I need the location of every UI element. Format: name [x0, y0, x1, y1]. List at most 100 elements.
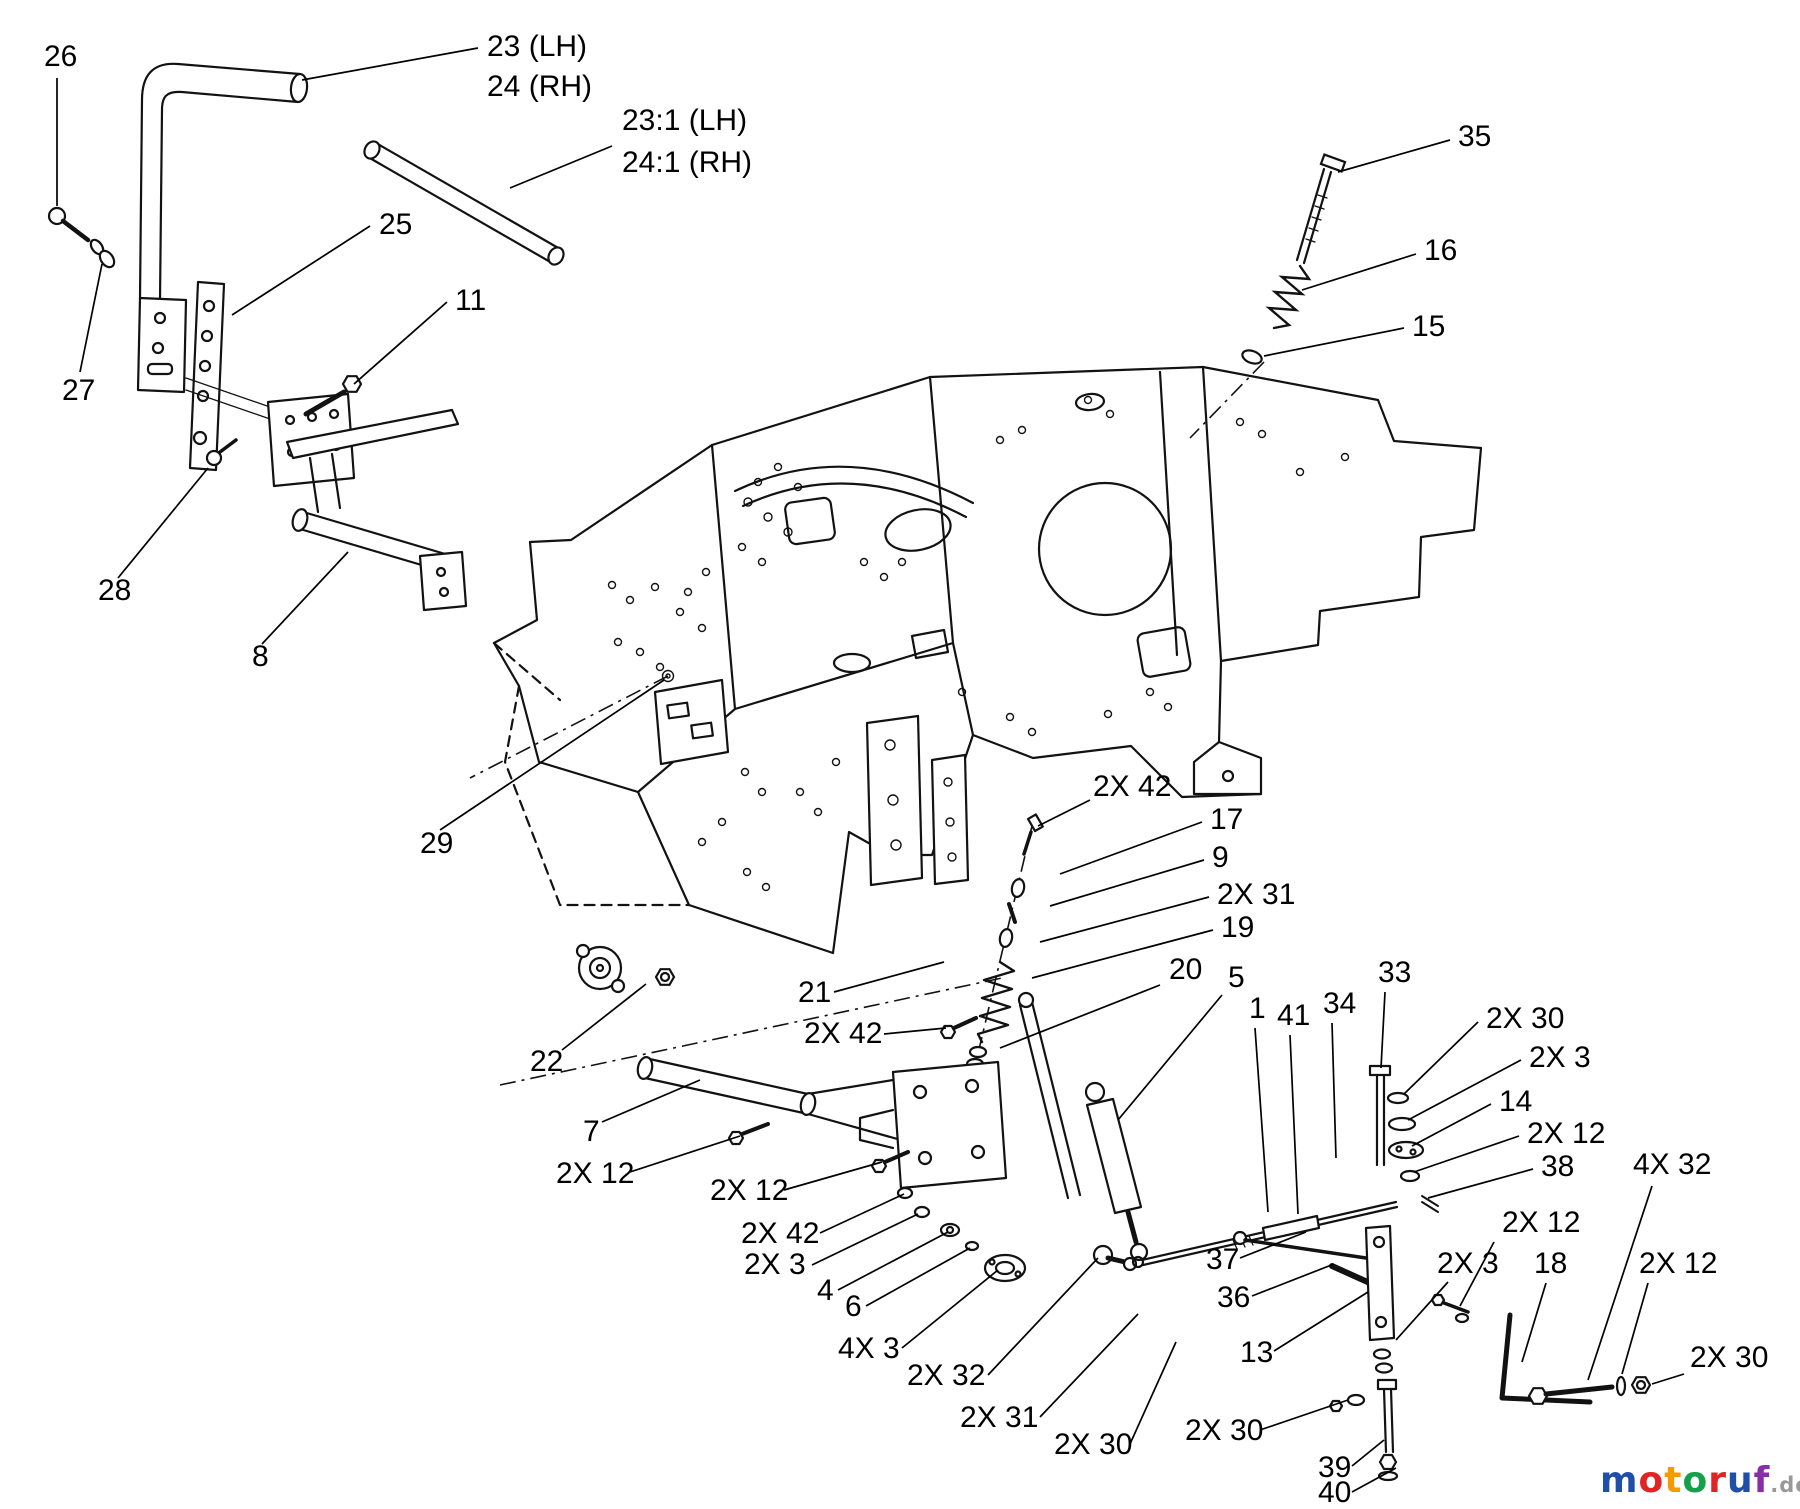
- leader-line: [1049, 859, 1205, 907]
- leader-line: [1129, 1341, 1177, 1445]
- leader-line: [1459, 1241, 1495, 1307]
- leader-line: [629, 1135, 741, 1173]
- part-label-23-1-lh-: 23:1 (LH): [622, 104, 747, 137]
- leader-line: [811, 1213, 919, 1266]
- part-label-1: 1: [1249, 992, 1266, 1025]
- part-label-24-1-rh-: 24:1 (RH): [622, 146, 752, 179]
- leader-line: [1039, 896, 1210, 943]
- part-label-23-lh-: 23 (LH): [487, 30, 587, 63]
- part-label-26: 26: [44, 40, 77, 73]
- part-label-16: 16: [1424, 234, 1457, 267]
- leader-line: [1117, 994, 1223, 1121]
- part-label-2x-32: 2X 32: [907, 1359, 985, 1392]
- part-label-17: 17: [1210, 803, 1243, 836]
- part-label-7: 7: [583, 1115, 600, 1148]
- leader-line: [833, 961, 945, 993]
- leader-line: [79, 263, 103, 373]
- part-label-41: 41: [1277, 999, 1310, 1032]
- part-label-19: 19: [1221, 911, 1254, 944]
- part-label-2x-31: 2X 31: [960, 1401, 1038, 1434]
- leader-line: [1337, 139, 1451, 173]
- leader-line: [1521, 1282, 1547, 1363]
- part-label-2x-12: 2X 12: [1639, 1247, 1717, 1280]
- part-label-2x-12: 2X 12: [1527, 1117, 1605, 1150]
- leader-line: [439, 679, 665, 831]
- leader-line: [301, 47, 479, 81]
- part-label-27: 27: [62, 374, 95, 407]
- part-label-2x-30: 2X 30: [1185, 1414, 1263, 1447]
- leader-line: [1331, 1022, 1337, 1159]
- part-label-18: 18: [1534, 1247, 1567, 1280]
- leader-line: [1031, 929, 1214, 979]
- part-label-2x-3: 2X 3: [1437, 1247, 1499, 1280]
- part-label-4: 4: [817, 1274, 834, 1307]
- part-label-5: 5: [1228, 961, 1245, 994]
- leader-line: [1351, 1467, 1397, 1493]
- leader-line: [601, 1079, 701, 1123]
- leader-line: [783, 1161, 883, 1191]
- idler-bearing-drawing: [575, 943, 676, 994]
- part-label-2x-42: 2X 42: [804, 1017, 882, 1050]
- leader-line: [1301, 253, 1417, 291]
- part-label-13: 13: [1240, 1336, 1273, 1369]
- leader-line: [1039, 1313, 1139, 1418]
- part-label-37: 37: [1206, 1243, 1239, 1276]
- part-label-2x-31: 2X 31: [1217, 878, 1295, 911]
- part-label-33: 33: [1378, 956, 1411, 989]
- part-label-25: 25: [379, 208, 412, 241]
- leader-line: [1251, 1263, 1335, 1297]
- linkage-drawing: [636, 813, 1652, 1482]
- handle-assembly-drawing: [47, 62, 565, 612]
- leader-line: [117, 467, 209, 579]
- part-label-8: 8: [252, 640, 269, 673]
- leader-line: [1263, 327, 1405, 357]
- assembly-axis-lines: [469, 361, 1265, 1086]
- leader-line: [1407, 1059, 1522, 1121]
- leader-line: [261, 551, 349, 645]
- leader-line: [1427, 1168, 1534, 1199]
- part-label-38: 38: [1541, 1150, 1574, 1183]
- leader-line: [353, 301, 448, 385]
- leader-line: [1059, 821, 1203, 875]
- leader-line: [1351, 1439, 1385, 1467]
- leader-lines-layer: [56, 47, 1685, 1493]
- part-label-35: 35: [1458, 120, 1491, 153]
- leader-line: [1289, 1034, 1299, 1215]
- part-label-2x-30: 2X 30: [1486, 1002, 1564, 1035]
- leader-line: [865, 1247, 971, 1307]
- part-label-9: 9: [1212, 841, 1229, 874]
- leader-line: [901, 1269, 999, 1349]
- leader-line: [883, 1027, 947, 1035]
- part-label-20: 20: [1169, 953, 1202, 986]
- leader-line: [987, 1257, 1099, 1376]
- part-label-2x-3: 2X 3: [1529, 1041, 1591, 1074]
- leader-line: [837, 1231, 949, 1291]
- part-label-14: 14: [1499, 1085, 1532, 1118]
- part-label-2x-42: 2X 42: [741, 1217, 819, 1250]
- part-label-4x-3: 4X 3: [838, 1332, 900, 1365]
- leader-line: [1037, 799, 1091, 827]
- part-label-2x-12: 2X 12: [1502, 1206, 1580, 1239]
- part-label-34: 34: [1323, 987, 1356, 1020]
- part-label-2x-12: 2X 12: [556, 1157, 634, 1190]
- leader-line: [1621, 1282, 1649, 1375]
- part-label-29: 29: [420, 827, 453, 860]
- part-label-22: 22: [530, 1045, 563, 1078]
- part-label-11: 11: [455, 284, 486, 317]
- leader-line: [509, 145, 613, 189]
- leader-line: [1273, 1291, 1369, 1352]
- leader-line: [1411, 1103, 1492, 1147]
- leader-line: [1380, 991, 1386, 1069]
- part-label-40: 40: [1318, 1476, 1351, 1509]
- leader-line: [1259, 1399, 1349, 1431]
- part-label-2x-3: 2X 3: [744, 1248, 806, 1281]
- part-label-21: 21: [798, 976, 831, 1009]
- leader-line: [1651, 1373, 1685, 1385]
- leader-line: [1403, 1021, 1479, 1095]
- part-label-36: 36: [1217, 1281, 1250, 1314]
- part-label-2x-30: 2X 30: [1690, 1341, 1768, 1374]
- part-label-24-rh-: 24 (RH): [487, 70, 592, 103]
- leader-line: [999, 984, 1161, 1049]
- motoruf-watermark: motoruf.de: [1600, 1460, 1800, 1501]
